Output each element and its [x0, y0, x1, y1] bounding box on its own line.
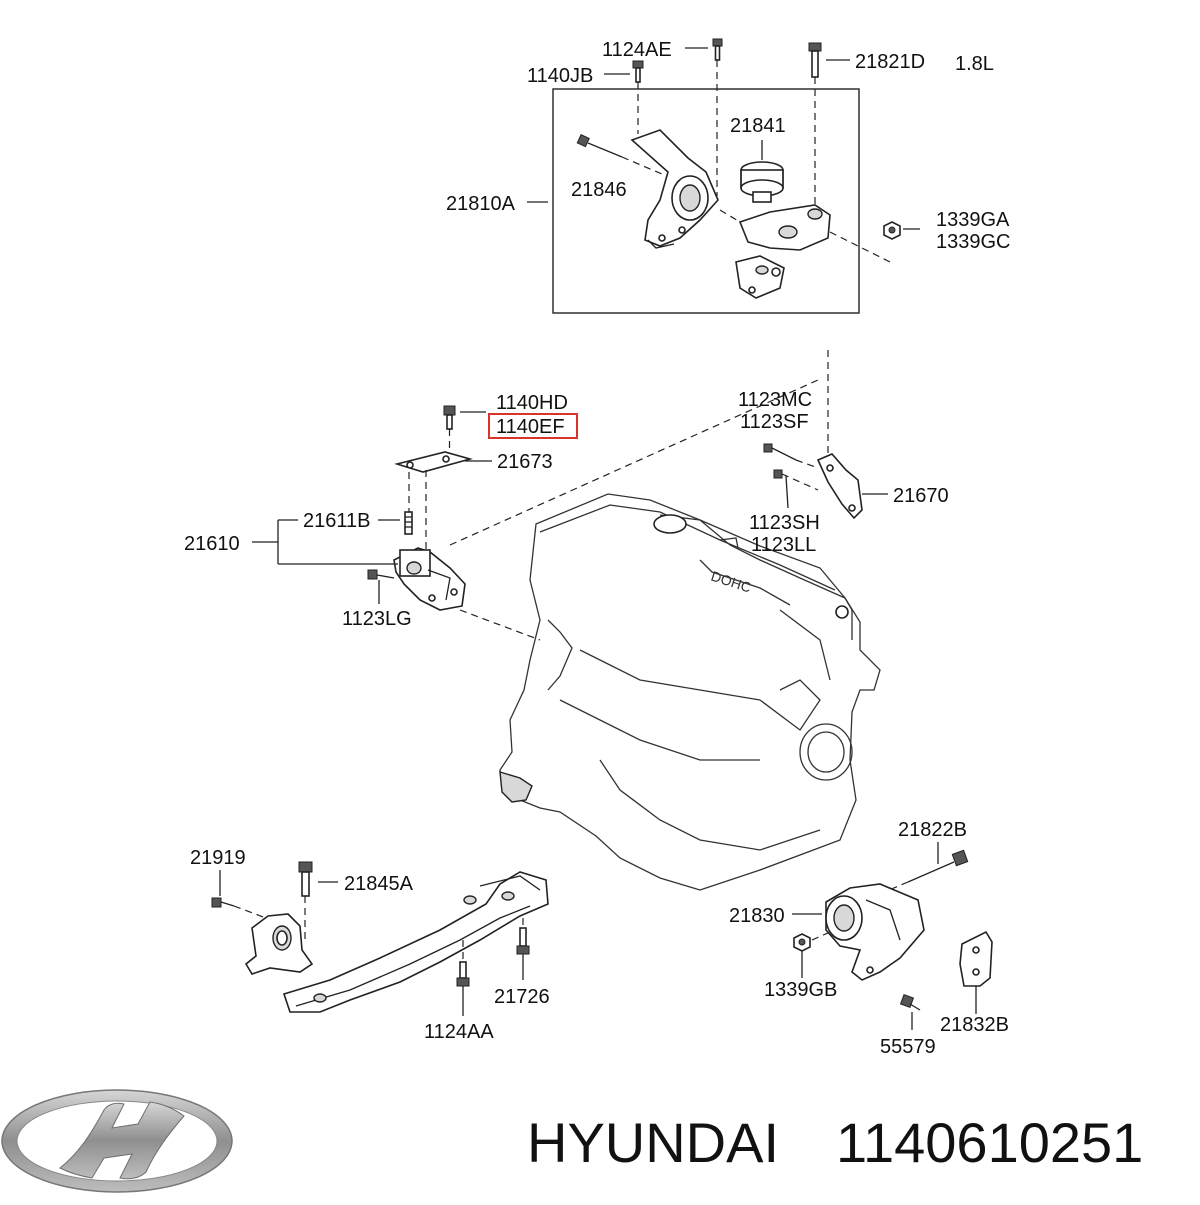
bolt-21726: [516, 918, 530, 980]
label-1140hd: 1140HD: [496, 392, 568, 414]
label-1339ga: 1339GA: [936, 209, 1010, 231]
crossmember-21726: [282, 871, 549, 1013]
bolt-1124ae: [712, 38, 723, 196]
label-1140ef: 1140EF: [496, 416, 565, 438]
bolt-21822b: [869, 842, 969, 899]
mount-bracket-21810a: [630, 129, 719, 249]
bolt-1140jb: [632, 60, 644, 134]
label-engine-size: 1.8L: [955, 53, 994, 75]
nut-1339ga: [883, 221, 901, 240]
label-1123sh: 1123SH: [749, 512, 820, 534]
bolt-1123mc: [763, 443, 819, 469]
label-21610: 21610: [184, 533, 240, 555]
mount-21919: [244, 913, 314, 975]
rear-mount-group: [792, 842, 993, 1030]
label-21611b: 21611B: [303, 510, 370, 532]
label-21832b: 21832B: [940, 1014, 1009, 1036]
label-1123ll: 1123LL: [751, 534, 816, 556]
footer-brand: HYUNDAI: [527, 1111, 779, 1174]
upper-mount-frame: [552, 88, 860, 314]
label-21841: 21841: [730, 115, 786, 137]
upper-mount-group: [527, 38, 920, 314]
stud-21611b: [404, 470, 427, 552]
mount-21830: [825, 883, 925, 981]
label-21673: 21673: [497, 451, 553, 473]
highlight-box: [488, 413, 578, 439]
bumper-21841: [740, 140, 784, 203]
nut-1339gb: [793, 931, 831, 978]
bolt-21821d: [808, 42, 822, 205]
mount-lower-block: [735, 255, 785, 299]
engine-block: DOHC: [499, 493, 881, 891]
label-1140jb: 1140JB: [527, 65, 593, 87]
bolt-1123lg: [367, 569, 395, 604]
label-1123lg: 1123LG: [342, 608, 412, 630]
label-21830: 21830: [729, 905, 785, 927]
label-1124aa: 1124AA: [424, 1021, 494, 1043]
part-labels: 1124AE 1140JB 21821D 1.8L 21841 21846 21…: [184, 39, 1011, 1058]
label-21846: 21846: [571, 179, 627, 201]
label-21919: 21919: [190, 847, 246, 869]
label-21821d: 21821D: [855, 51, 925, 73]
crossmember-group: [211, 861, 549, 1016]
hyundai-logo: [1, 1089, 233, 1193]
mount-bracket-21610: [393, 547, 466, 611]
bracket-21670: [816, 453, 863, 520]
label-1123sf: 1123SF: [740, 411, 809, 433]
label-21845a: 21845A: [344, 873, 414, 895]
bolt-1124aa: [456, 940, 470, 1016]
plate-21832b: [959, 930, 993, 1014]
label-1339gb: 1339GB: [764, 979, 837, 1001]
bolt-1123sh: [773, 469, 819, 509]
right-bracket-group: [763, 443, 888, 520]
bolt-21845a: [298, 861, 313, 940]
label-21822b: 21822B: [898, 819, 967, 841]
engine-emboss-text: DOHC: [709, 568, 753, 596]
leader-dashed-1: [449, 379, 819, 546]
footer-part-number: 1140610251: [836, 1111, 1143, 1174]
label-1124ae: 1124AE: [602, 39, 672, 61]
bolt-55579: [899, 993, 921, 1030]
bolt-21919: [211, 870, 267, 919]
label-21810a: 21810A: [446, 193, 516, 215]
label-1339gc: 1339GC: [936, 231, 1011, 253]
label-1123mc: 1123MC: [738, 389, 812, 411]
label-55579: 55579: [880, 1036, 936, 1058]
mount-arm: [719, 204, 891, 263]
label-21670: 21670: [893, 485, 949, 507]
left-mount-group: [252, 405, 541, 641]
plate-21673: [394, 451, 473, 473]
label-21726: 21726: [494, 986, 550, 1008]
